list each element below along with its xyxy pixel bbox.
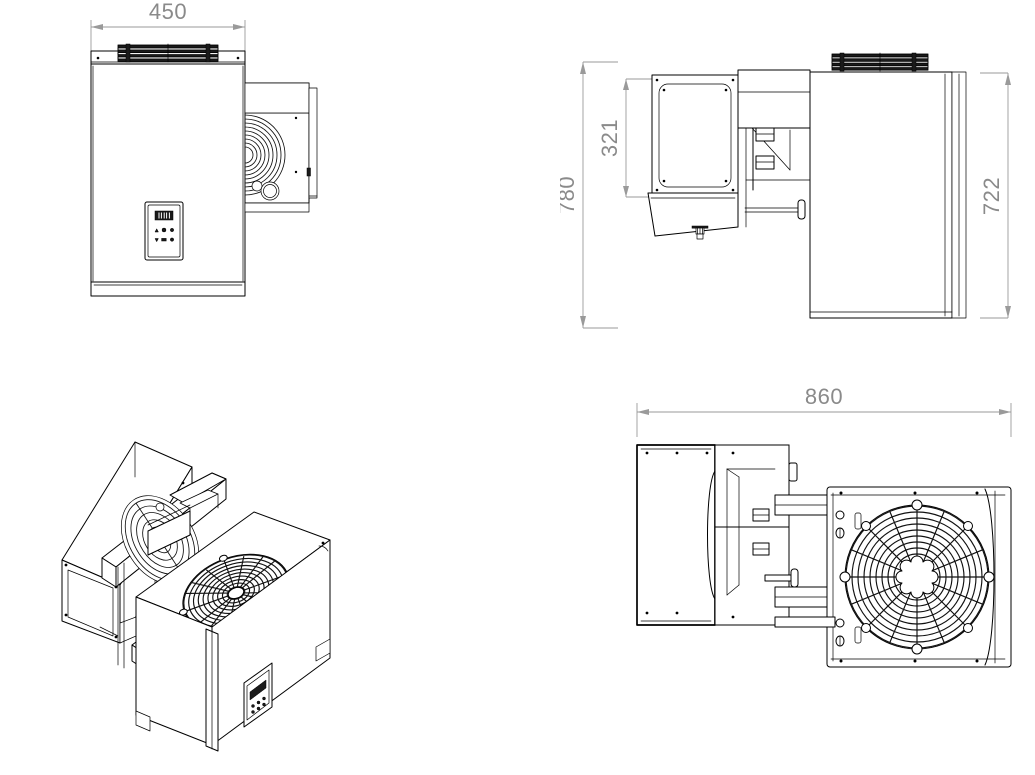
iso-cabinet [135, 539, 331, 752]
side-view: 780 321 722 [560, 52, 1011, 329]
key-3[interactable] [161, 238, 167, 242]
dimension-722-label: 722 [979, 177, 1004, 215]
key-2[interactable] [170, 228, 174, 232]
up-button[interactable] [154, 228, 159, 233]
service-valve-icon [744, 199, 806, 220]
iso-evaporator-fan-icon [120, 472, 227, 585]
dimension-321: 321 [597, 78, 652, 198]
dimension-722: 722 [979, 72, 1011, 319]
dimension-780-label: 780 [560, 176, 579, 214]
terminal-blocks [752, 127, 775, 191]
side-top-grille-icon [831, 52, 929, 72]
drain-outlet-icon [691, 225, 709, 240]
dimension-450-label: 450 [149, 0, 187, 24]
dimension-860-label: 860 [805, 385, 843, 409]
key-4[interactable] [170, 237, 174, 242]
top-condenser-plate [826, 486, 1012, 668]
top-grille-icon [117, 43, 219, 63]
control-panel[interactable] [144, 201, 184, 261]
side-evaporator-block [647, 74, 747, 240]
iso-control-panel[interactable] [243, 662, 273, 728]
dimension-860: 860 [636, 385, 1012, 437]
dimension-780: 780 [560, 61, 618, 329]
top-evaporator-plate [636, 444, 728, 626]
iso-tubes [99, 502, 191, 637]
condenser-fan-icon [839, 499, 995, 655]
dimension-450: 450 [90, 0, 246, 62]
down-button[interactable] [154, 238, 159, 243]
dimension-321-label: 321 [597, 119, 622, 157]
front-evaporator-housing [244, 82, 318, 213]
front-view: 450 [90, 0, 318, 297]
key-1[interactable] [161, 227, 167, 233]
isometric-view [61, 441, 331, 752]
top-view: 860 [636, 385, 1012, 668]
side-condenser-body [809, 52, 967, 319]
front-cabinet [90, 43, 246, 297]
iso-controller-display [249, 679, 267, 701]
